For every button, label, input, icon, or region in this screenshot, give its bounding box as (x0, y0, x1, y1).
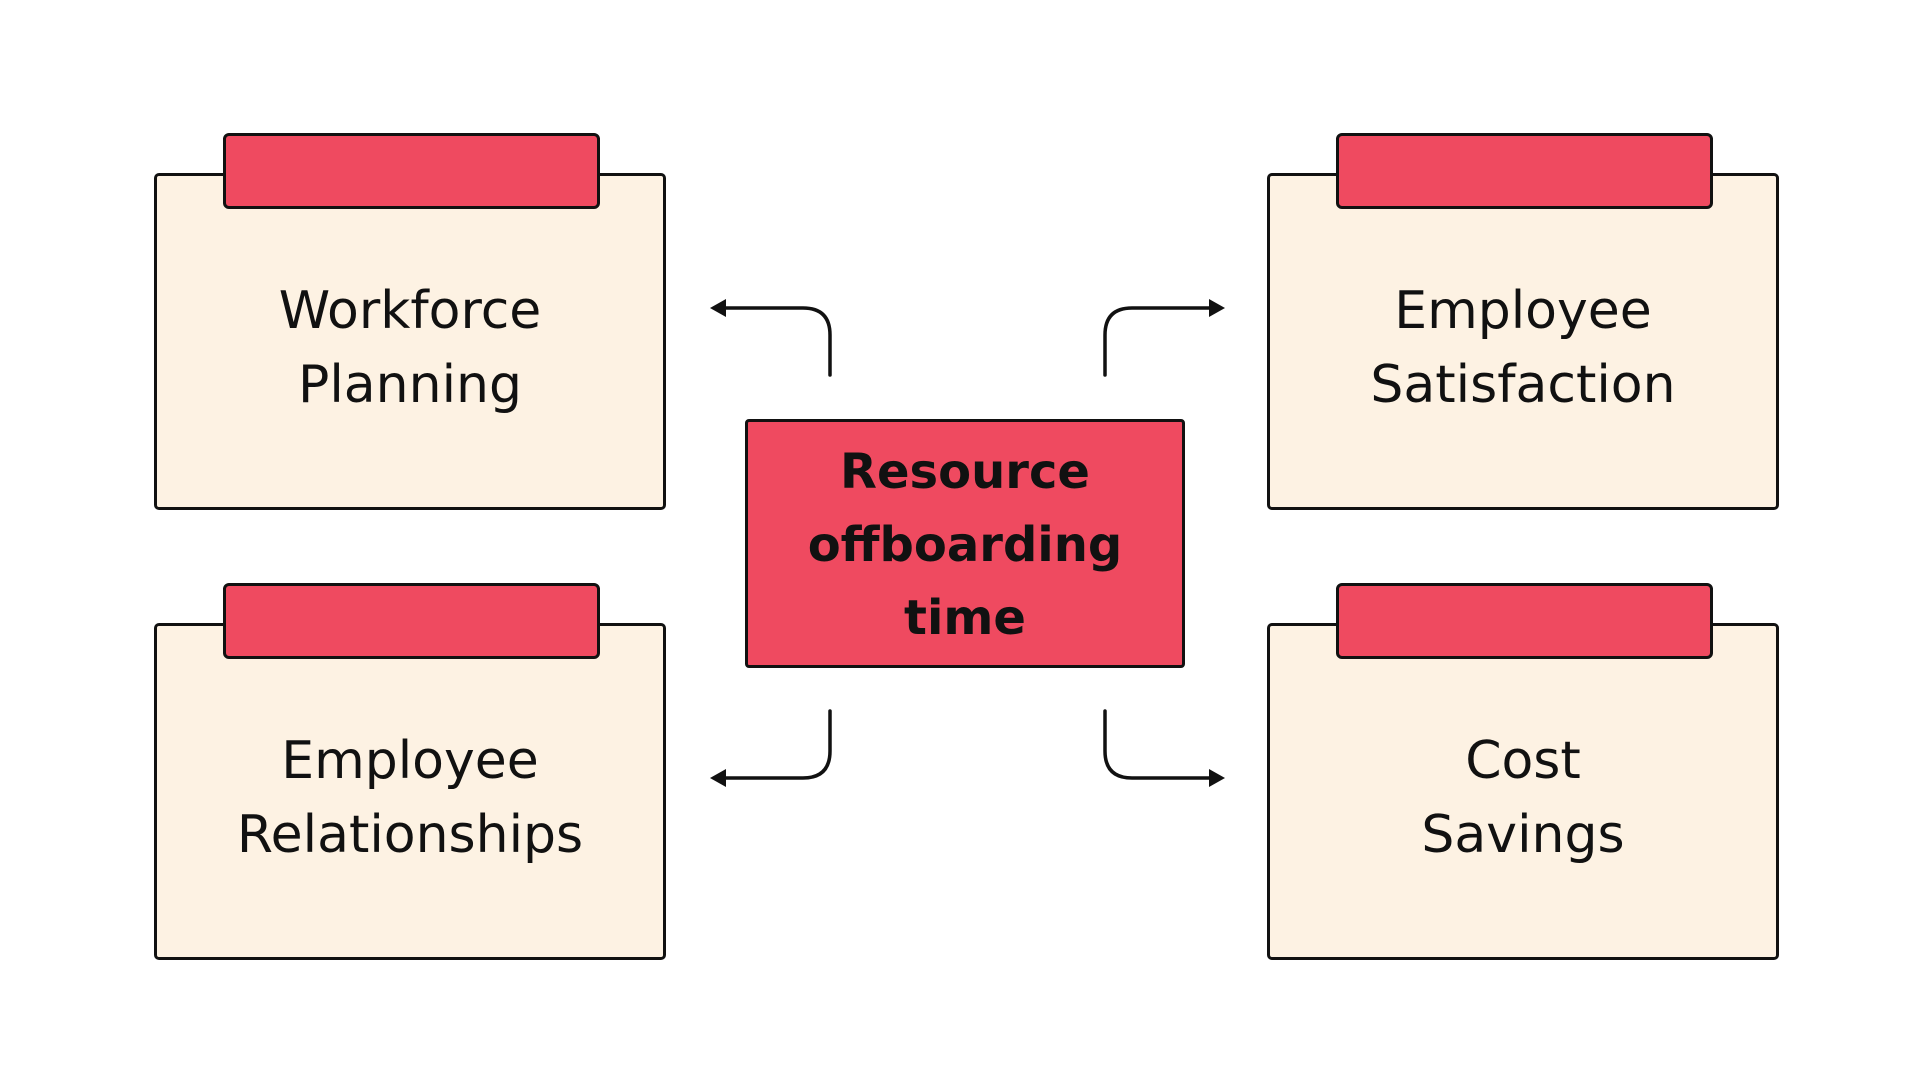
card-employee-relationships: Employee Relationships (154, 583, 666, 960)
connector-bottom-right (1103, 709, 1225, 787)
arrow-left-icon (710, 769, 726, 787)
center-node-line: offboarding (807, 517, 1123, 573)
card-label-line: Employee (1394, 281, 1652, 341)
card-tab (1336, 583, 1713, 659)
card-label-line: Planning (298, 355, 522, 415)
card-label: Employee Satisfaction (1270, 274, 1776, 422)
card-employee-satisfaction: Employee Satisfaction (1267, 133, 1779, 510)
center-node-line: time (904, 590, 1026, 646)
card-label-line: Employee (281, 731, 539, 791)
connector-top-right (1103, 299, 1225, 377)
card-tab (223, 133, 600, 209)
card-tab (223, 583, 600, 659)
card-label-line: Satisfaction (1370, 355, 1676, 415)
card-label-line: Workforce (278, 281, 542, 341)
card-label: Employee Relationships (157, 724, 663, 872)
card-cost-savings: Cost Savings (1267, 583, 1779, 960)
card-label: Workforce Planning (157, 274, 663, 422)
arrow-left-icon (710, 299, 726, 317)
arrow-right-icon (1209, 769, 1225, 787)
center-node-line: Resource (840, 444, 1090, 500)
connector-bottom-left (710, 709, 832, 787)
card-label-line: Savings (1421, 805, 1625, 865)
connector-top-left (710, 299, 832, 377)
card-workforce-planning: Workforce Planning (154, 133, 666, 510)
card-label-line: Relationships (236, 805, 584, 865)
card-label: Cost Savings (1270, 724, 1776, 872)
card-label-line: Cost (1465, 731, 1581, 791)
card-tab (1336, 133, 1713, 209)
arrow-right-icon (1209, 299, 1225, 317)
center-node: Resource offboarding time (745, 419, 1185, 668)
